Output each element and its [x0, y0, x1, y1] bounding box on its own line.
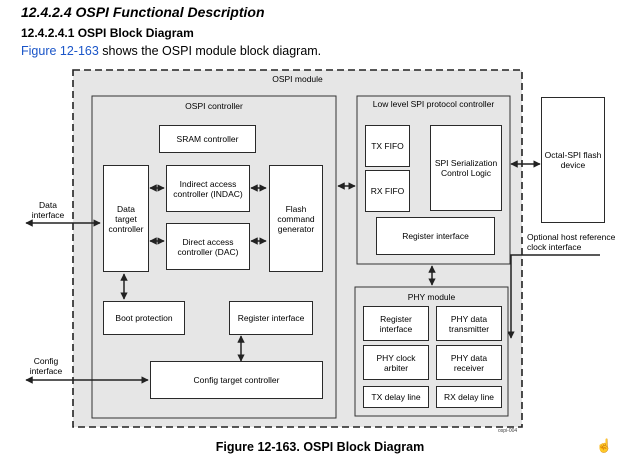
phy-register-interface-box: Register interface	[363, 306, 429, 341]
phy-clock-arbiter-box: PHY clock arbiter	[363, 345, 429, 380]
figure-caption: Figure 12-163. OSPI Block Diagram	[215, 440, 425, 454]
ospi-controller-label: OSPI controller	[185, 101, 243, 111]
controller-register-interface-box: Register interface	[229, 301, 313, 335]
data-target-controller-box: Data target controller	[103, 165, 149, 272]
figure-link[interactable]: Figure 12-163	[21, 44, 99, 58]
indirect-access-box: Indirect access controller (INDAC)	[166, 165, 250, 212]
phy-data-transmitter-box: PHY data transmitter	[436, 306, 502, 341]
config-target-controller-box: Config target controller	[150, 361, 323, 399]
optional-clock-line	[507, 254, 600, 339]
hand-cursor-icon: ☝	[596, 438, 613, 453]
intro-paragraph: Figure 12-163 shows the OSPI module bloc…	[21, 44, 321, 58]
ospi-module-label: OSPI module	[272, 74, 323, 84]
tx-fifo-box: TX FIFO	[365, 125, 410, 167]
data-interface-label: Data interface	[31, 200, 65, 220]
config-interface-label: Config interface	[29, 356, 63, 376]
rx-fifo-box: RX FIFO	[365, 170, 410, 212]
direct-access-box: Direct access controller (DAC)	[166, 223, 250, 270]
sram-controller-box: SRAM controller	[159, 125, 256, 153]
spi-register-interface-box: Register interface	[376, 217, 495, 255]
spi-serialization-box: SPI Serialization Control Logic	[430, 125, 502, 211]
tx-delay-line-box: TX delay line	[363, 386, 429, 408]
figure-id: ospi-004	[498, 428, 518, 434]
phy-data-receiver-box: PHY data receiver	[436, 345, 502, 380]
flash-command-generator-box: Flash command generator	[269, 165, 323, 272]
subsection-heading: 12.4.2.4.1 OSPI Block Diagram	[21, 26, 194, 40]
section-heading: 12.4.2.4 OSPI Functional Description	[21, 4, 265, 20]
boot-protection-box: Boot protection	[103, 301, 185, 335]
octal-spi-flash-box: Octal-SPI flash device	[541, 97, 605, 223]
phy-module-label: PHY module	[407, 292, 456, 302]
low-level-spi-label: Low level SPI protocol controller	[372, 99, 495, 109]
optional-host-ref-label: Optional host reference clock interface	[527, 232, 616, 252]
rx-delay-line-box: RX delay line	[436, 386, 502, 408]
intro-text: shows the OSPI module block diagram.	[98, 44, 322, 58]
